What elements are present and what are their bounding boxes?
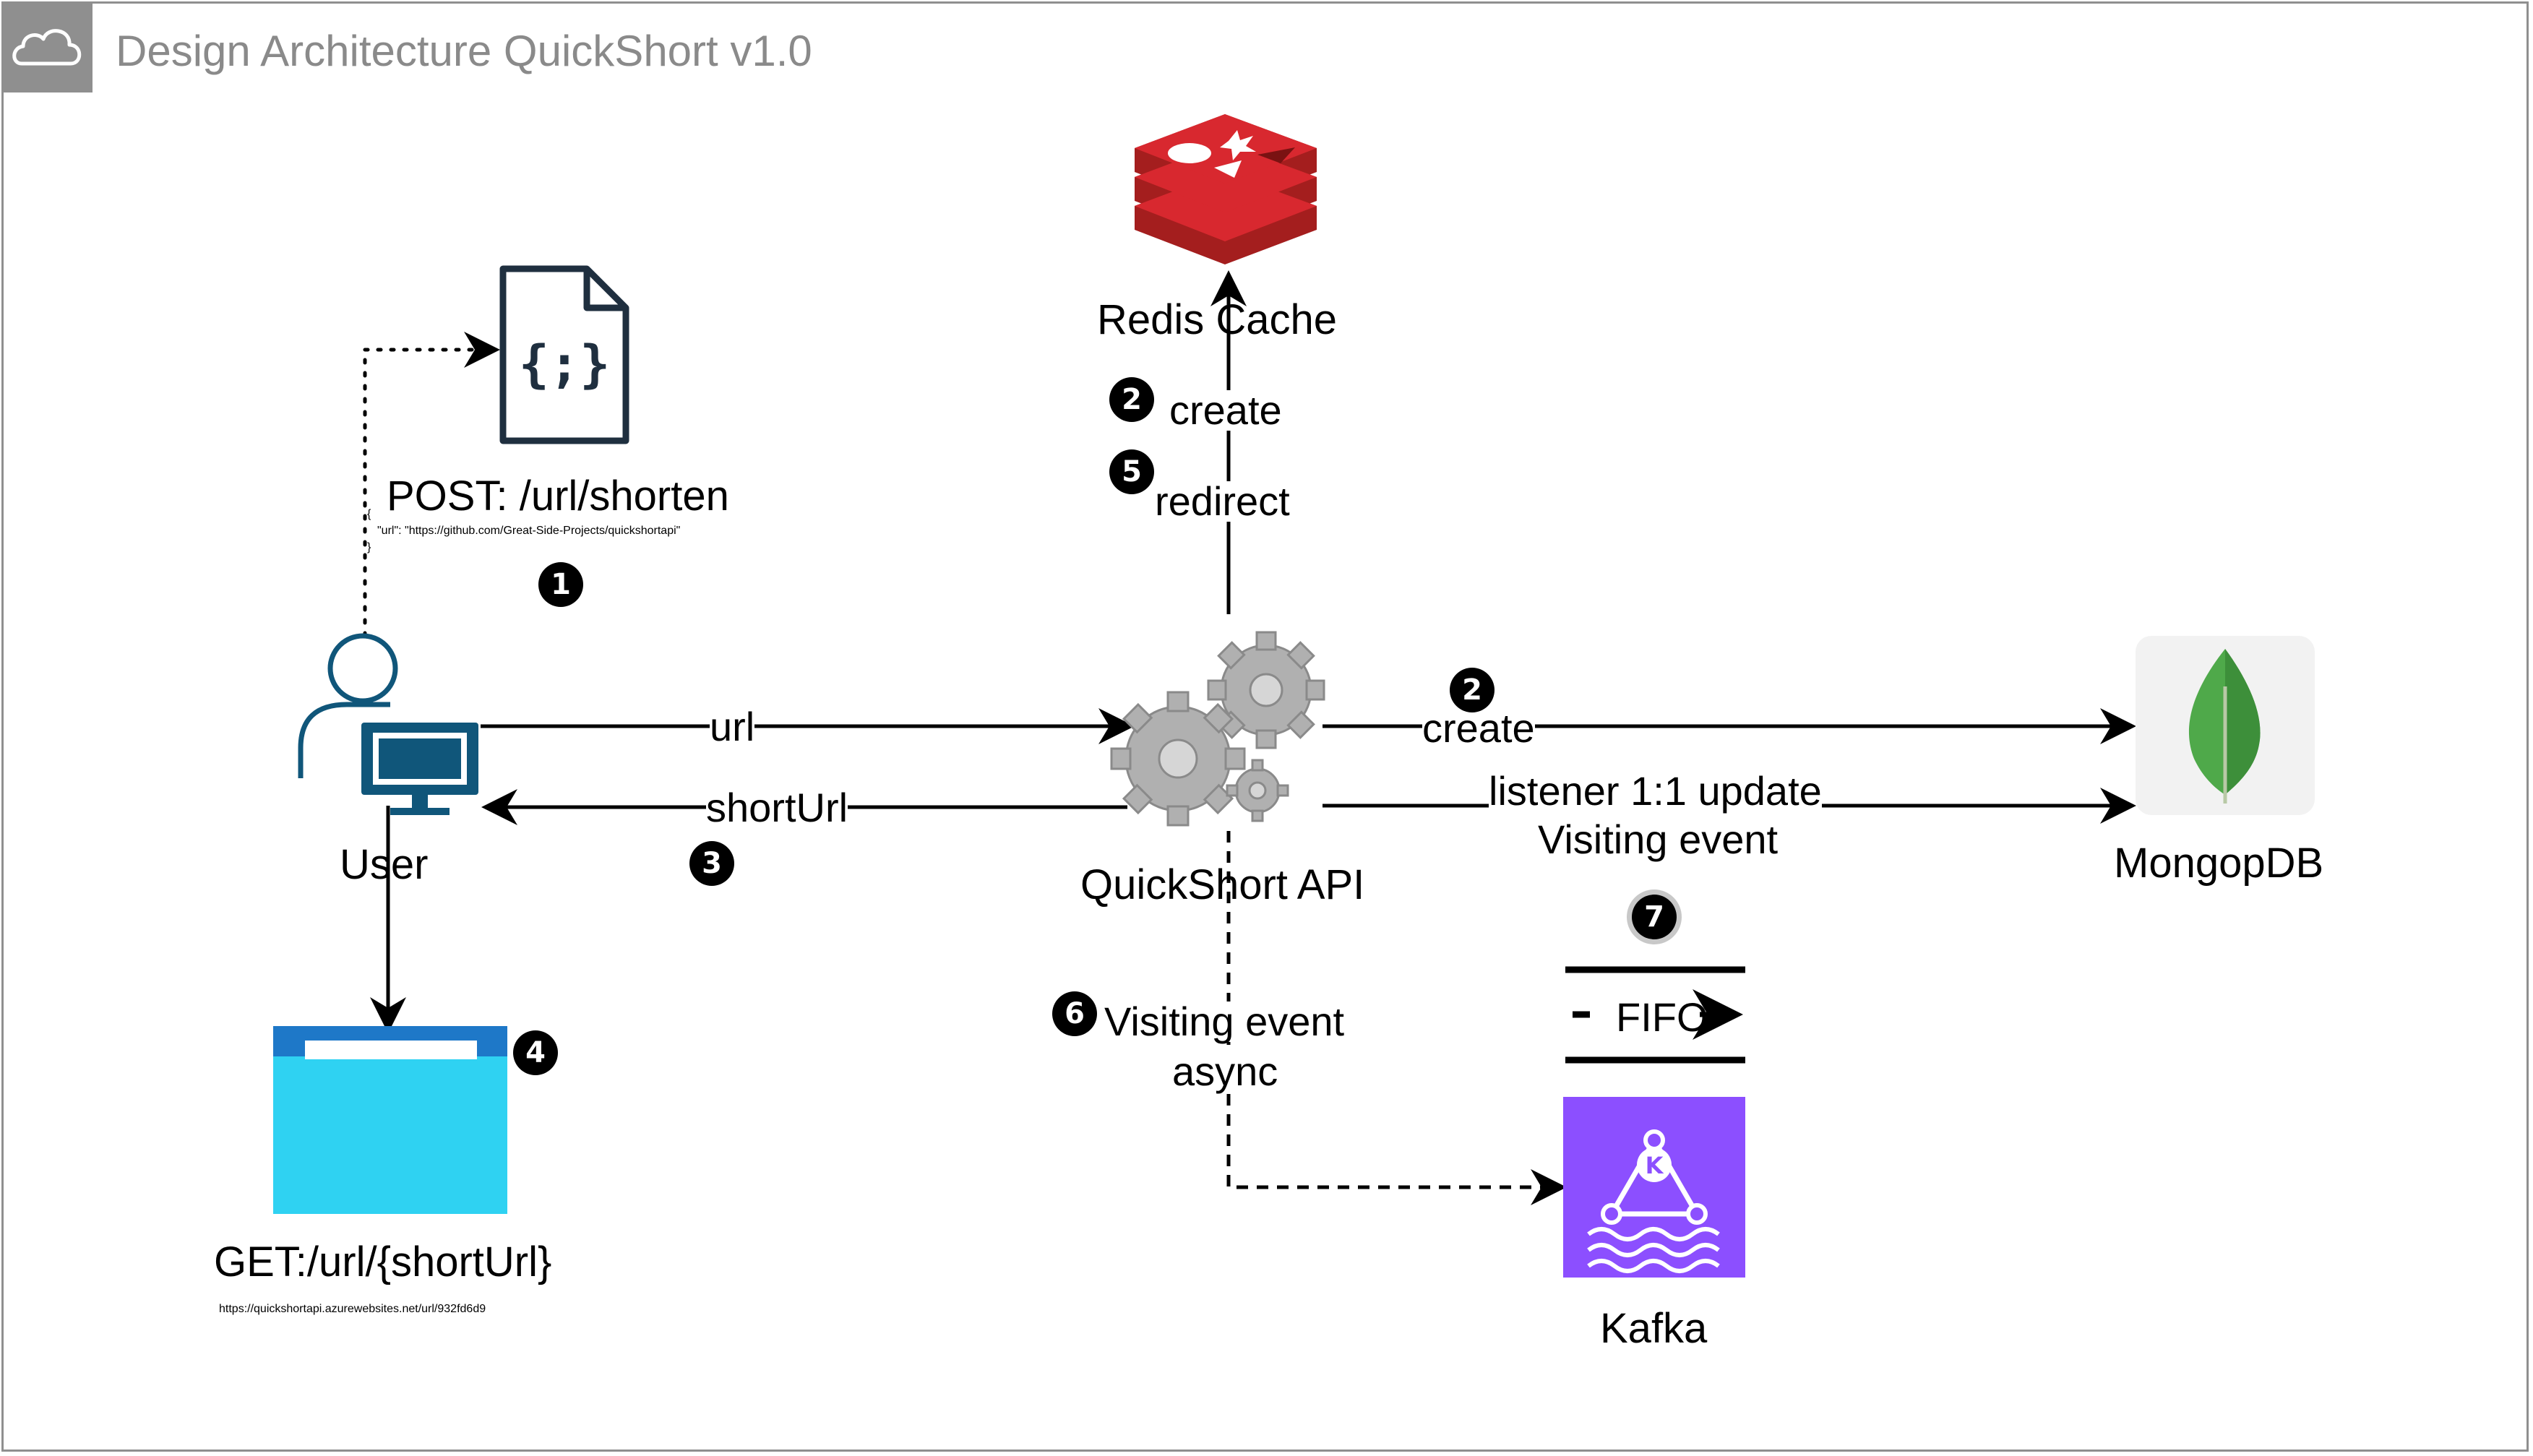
step-4-badge: 4 xyxy=(513,1030,558,1075)
get-endpoint-label: GET:/url/{shortUrl} xyxy=(214,1239,552,1285)
edge-kafka-event-line1: Visiting event xyxy=(1104,999,1345,1044)
diagram-title: Design Architecture QuickShort v1.0 xyxy=(116,27,812,75)
step-5-badge: 5 xyxy=(1109,449,1154,494)
cloud-icon xyxy=(12,29,82,66)
edge-mongo-update-line2: Visiting event xyxy=(1538,817,1779,862)
step-3-badge: 3 xyxy=(689,841,734,886)
post-body-close: } xyxy=(367,541,371,553)
svg-text:{;}: {;} xyxy=(519,335,610,394)
edge-mongo-create-label: create xyxy=(1422,705,1535,751)
mongo-label: MongopDB xyxy=(2114,840,2324,887)
queue-label: FIFO xyxy=(1616,994,1708,1040)
step-1-badge: 1 xyxy=(538,562,583,607)
edge-redis-redirect-label: redirect xyxy=(1155,478,1290,524)
kafka-label: Kafka xyxy=(1600,1305,1708,1352)
title-icon-box xyxy=(1,1,93,92)
api-label: QuickShort API xyxy=(1080,861,1365,908)
edge-shorturl-label: shortUrl xyxy=(706,785,848,830)
svg-text:K: K xyxy=(1646,1152,1664,1179)
edge-redis-create-label: create xyxy=(1169,387,1282,433)
step-2-badge-redis: 2 xyxy=(1109,377,1154,422)
get-example-url: https://quickshortapi.azurewebsites.net/… xyxy=(219,1303,486,1315)
user-label: User xyxy=(340,841,429,888)
post-endpoint-label: POST: /url/shorten xyxy=(387,473,729,520)
post-body-text: "url": "https://github.com/Great-Side-Pr… xyxy=(377,525,681,537)
redis-label: Redis Cache xyxy=(1097,296,1338,343)
step-6-badge: 6 xyxy=(1052,991,1097,1036)
step-7-badge: 7 xyxy=(1632,895,1677,939)
step-2-badge-mongo: 2 xyxy=(1450,668,1495,712)
edge-user-to-post xyxy=(363,332,500,638)
edge-kafka-event-line2: async xyxy=(1172,1048,1278,1094)
edge-mongo-update-line1: listener 1:1 update xyxy=(1489,768,1822,814)
post-body-open: { xyxy=(367,508,371,520)
edge-url-label: url xyxy=(710,704,755,749)
edge-api-to-kafka xyxy=(1226,831,1567,1205)
